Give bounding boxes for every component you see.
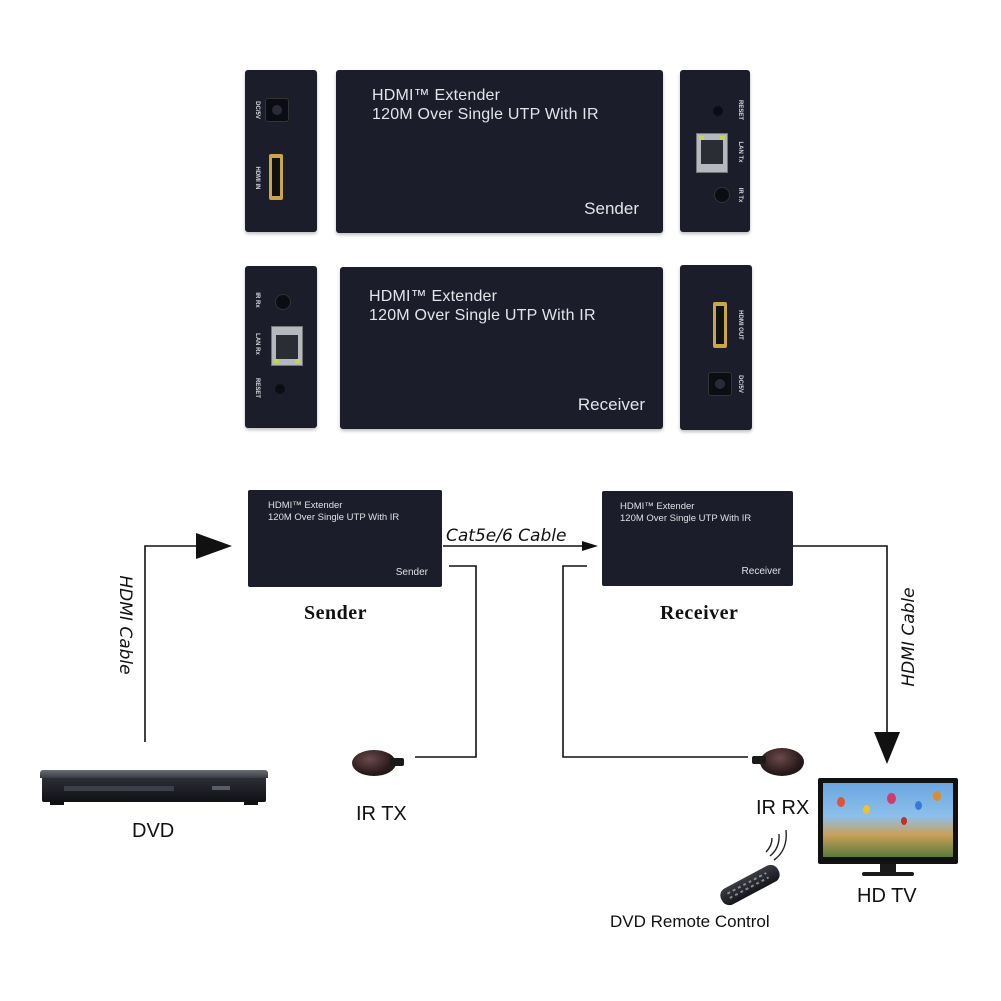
receiver-front-box: HDMI™ Extender 120M Over Single UTP With… — [340, 267, 663, 429]
tv-label: HD TV — [857, 885, 917, 907]
hd-tv-icon — [818, 778, 958, 880]
cat-cable-label: Cat5e/6 Cable — [446, 526, 567, 546]
diagram-receiver-box: HDMI™ Extender 120M Over Single UTP With… — [602, 491, 793, 586]
sender-front-box: HDMI™ Extender 120M Over Single UTP With… — [336, 70, 663, 233]
diagram-sender-box: HDMI™ Extender 120M Over Single UTP With… — [248, 490, 442, 587]
ir-tx-emitter-icon — [352, 748, 404, 778]
ir-rx-receiver-icon — [752, 746, 804, 778]
product-title: HDMI™ Extender — [372, 87, 501, 104]
reset-button-icon — [275, 384, 285, 394]
dc-jack-icon — [265, 98, 289, 122]
hdmi-port-icon — [269, 154, 283, 200]
receiver-caption: Receiver — [660, 602, 739, 624]
reset-button-icon — [713, 106, 723, 116]
dvd-label: DVD — [132, 820, 175, 842]
receiver-right-panel: HDMI OUT DC/5V — [680, 265, 752, 430]
ir-rx-cable-line — [562, 565, 748, 758]
role-label: Receiver — [741, 566, 781, 577]
product-subtitle: 120M Over Single UTP With IR — [268, 512, 400, 523]
ir-rx-label: IR RX — [756, 797, 810, 819]
hdmi-cable-line-left — [144, 545, 205, 742]
product-subtitle: 120M Over Single UTP With IR — [620, 513, 752, 524]
product-title: HDMI™ Extender — [620, 501, 695, 512]
dvd-player-icon — [40, 770, 268, 806]
product-subtitle: 120M Over Single UTP With IR — [372, 106, 599, 123]
arrow-head-down — [874, 732, 900, 764]
product-subtitle: 120M Over Single UTP With IR — [369, 307, 596, 324]
product-title: HDMI™ Extender — [268, 500, 343, 511]
ir-tx-cable-line — [415, 565, 477, 758]
receiver-left-panel: IR Rx LAN Rx RESET — [245, 266, 317, 428]
rj45-port-icon — [696, 133, 728, 173]
product-title: HDMI™ Extender — [369, 288, 498, 305]
arrow-head-right — [582, 541, 598, 551]
role-label: Sender — [395, 567, 428, 578]
remote-label: DVD Remote Control — [610, 912, 770, 931]
role-label: Receiver — [577, 395, 645, 414]
arrow-head-right — [196, 533, 232, 559]
ir-tx-label: IR TX — [356, 803, 407, 825]
hdmi-cable-line-right — [793, 545, 888, 738]
sender-caption: Sender — [304, 602, 367, 624]
dc-jack-icon — [708, 372, 732, 396]
rj45-port-icon — [271, 326, 303, 366]
sender-right-panel: RESET LAN Tx IR Tx — [680, 70, 750, 232]
sender-left-panel: DC/5V HDMI IN — [245, 70, 317, 232]
hdmi-port-icon — [713, 302, 727, 348]
ir-jack-icon — [714, 187, 730, 203]
role-label: Sender — [584, 199, 639, 218]
ir-jack-icon — [275, 294, 291, 310]
